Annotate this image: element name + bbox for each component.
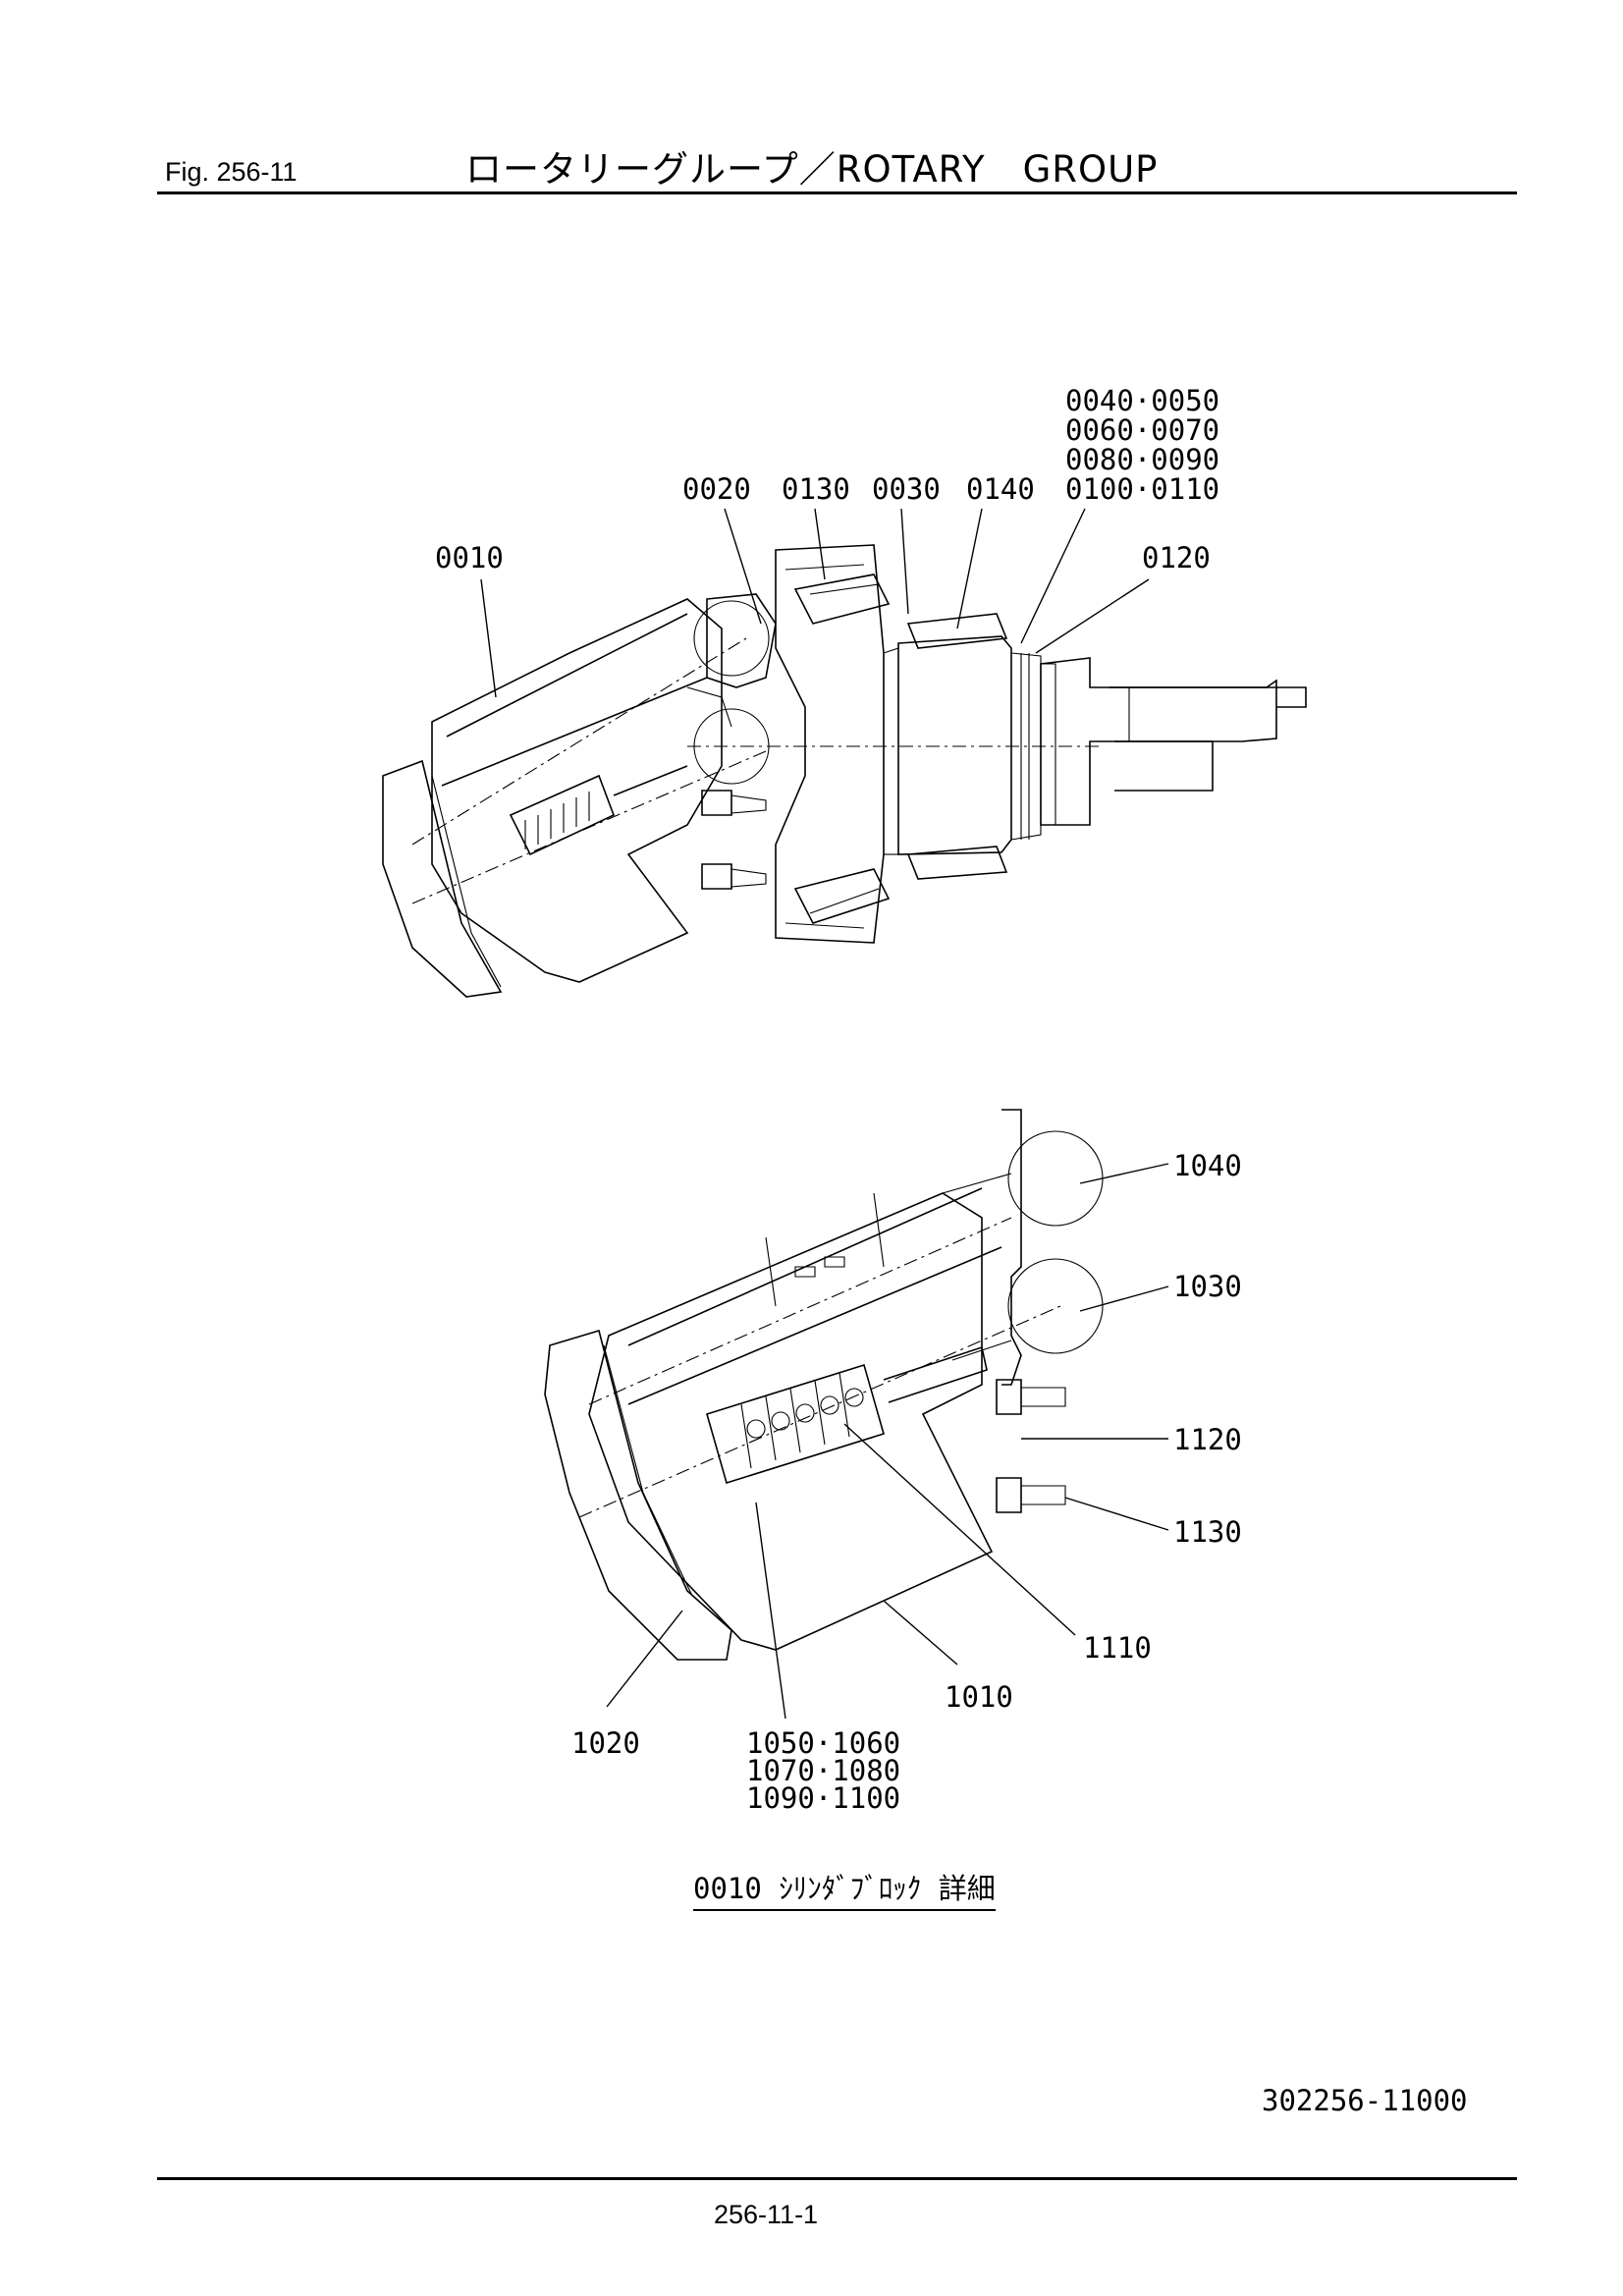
callout-group-line-4: 0100·0110 [1065, 472, 1219, 506]
upper-leader-lines [480, 508, 1150, 698]
callout-group-line-1: 0040·0050 [1065, 384, 1219, 417]
callout-group-line-6: 1070·1080 [746, 1754, 900, 1787]
valve-plate-disc [382, 759, 503, 998]
detail-caption: 0010 ｼﾘﾝﾀﾞﾌﾞﾛｯｸ 詳細 [693, 1866, 996, 1911]
document-number: 302256-11000 [1262, 2084, 1468, 2117]
callout-0030: 0030 [872, 472, 941, 506]
callout-group-line-7: 1090·1100 [746, 1781, 900, 1815]
figure-number: Fig. 256-11 [165, 157, 298, 187]
drive-shaft [1040, 657, 1307, 826]
callout-1040: 1040 [1173, 1149, 1242, 1182]
upper-rotary-group-view: 0010 0020 0130 0030 0140 0120 0040·0050 … [382, 384, 1307, 998]
callout-1130: 1130 [1173, 1515, 1242, 1549]
cylinder-block [411, 598, 767, 983]
header-rule [157, 191, 1517, 194]
detail-bolts [996, 1379, 1066, 1513]
callout-group-line-3: 0080·0090 [1065, 443, 1219, 476]
tapered-roller-bearing-top [793, 574, 1008, 649]
callout-group-line-2: 0060·0070 [1065, 413, 1219, 447]
bolts-upper [701, 790, 767, 890]
lower-leader-lines [606, 1163, 1169, 1720]
callout-1120: 1120 [1173, 1423, 1242, 1456]
callout-1010: 1010 [945, 1680, 1013, 1714]
shaft-housing-body [687, 544, 1100, 944]
detail-cylinder-block [578, 1187, 1061, 1651]
page-title: ロータリーグループ／ROTARY GROUP [465, 148, 1159, 191]
callout-0010: 0010 [435, 541, 504, 574]
footer-rule [157, 2177, 1517, 2180]
callout-group-line-5: 1050·1060 [746, 1726, 900, 1760]
callout-1020: 1020 [571, 1726, 640, 1760]
callout-1110: 1110 [1083, 1631, 1152, 1665]
callout-0120: 0120 [1142, 541, 1211, 574]
callout-0140: 0140 [966, 472, 1035, 506]
callout-0020: 0020 [682, 472, 751, 506]
tapered-roller-bearing-bottom [793, 846, 1008, 924]
detail-piston-balls [942, 1109, 1104, 1386]
callout-1030: 1030 [1173, 1270, 1242, 1303]
callout-0130: 0130 [782, 472, 850, 506]
detail-spring-assembly [706, 1345, 988, 1485]
piston-ball-joints [686, 593, 777, 785]
detail-valve-plate [544, 1329, 732, 1661]
lower-cylinder-block-detail-view: 1040 1030 1120 1130 1110 1010 1020 1050·… [544, 1109, 1242, 1815]
page-number: 256-11-1 [714, 2200, 819, 2229]
bearing-collar [897, 635, 1056, 855]
